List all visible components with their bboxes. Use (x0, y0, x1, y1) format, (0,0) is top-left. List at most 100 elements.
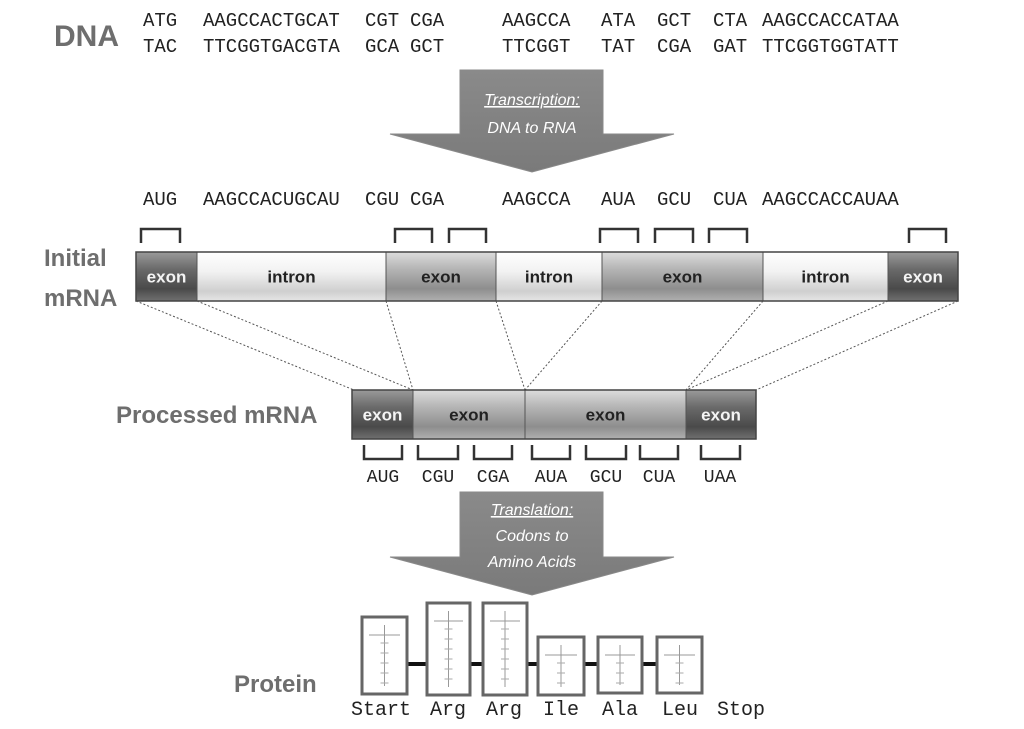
protein-label: Protein (234, 671, 317, 698)
amino-acid-structure-icon (655, 635, 704, 695)
amino-acid-label: Arg (486, 699, 522, 722)
initial-mrna-segment-label: intron (801, 268, 849, 287)
transcription-title: Transcription: (484, 92, 580, 109)
dna-bottom-codon: TAT (601, 36, 635, 58)
rna-codon: CGA (410, 189, 445, 211)
translation-title: Translation: (491, 502, 573, 519)
codon-bracket (584, 445, 628, 461)
initial-mrna-segment-label: exon (147, 268, 187, 287)
dna-bottom-codon: GCT (410, 36, 444, 58)
codon-label: AUA (535, 468, 568, 488)
processed-mrna-segment-label: exon (449, 406, 489, 425)
dna-top-codon: AAGCCA (502, 10, 571, 32)
codon-bracket (447, 227, 488, 243)
processed-mrna-segment-label: exon (701, 406, 741, 425)
codon-bracket (530, 445, 572, 461)
dna-top-codon: AAGCCACCATAA (762, 10, 899, 32)
rna-codon: GCU (657, 189, 691, 211)
dna-bottom-codon: GCA (365, 36, 400, 58)
translation-line2: Amino Acids (487, 554, 576, 571)
splice-line (135, 300, 355, 391)
dna-top-codon: AAGCCACTGCAT (203, 10, 340, 32)
splice-line (524, 300, 603, 391)
rna-codon: AAGCCACCAUAA (762, 189, 899, 211)
amino-acid-structure-icon (360, 615, 409, 696)
codon-label: GCU (590, 468, 622, 488)
dna-bottom-codon: TTCGGT (502, 36, 570, 58)
dna-label: DNA (54, 20, 119, 53)
initial-mrna-label-line1: Initial (44, 245, 107, 272)
rna-sequence: AUG AAGCCACUGCAU CGU CGA AAGCCA AUA GCU CUA AAGC… (143, 189, 899, 211)
processed-mrna-exon-segment (412, 389, 526, 440)
codon-bracket (707, 227, 749, 243)
codon-label: UAA (704, 468, 737, 488)
rna-codon: AUA (601, 189, 636, 211)
amino-acid-structure-icon (536, 635, 586, 697)
processed-mrna-outline (351, 389, 757, 440)
peptide-chain (360, 601, 704, 697)
codon-bracket (472, 445, 514, 461)
dna-top-codon: GCT (657, 10, 691, 32)
amino-acid-label: Start (351, 699, 411, 722)
rna-codon: CUA (713, 189, 748, 211)
codon-label: CGU (422, 468, 454, 488)
dna-top-strand: ATG AAGCCACTGCAT CGT CGA AAGCCA ATA GCT CTA AAGC… (143, 10, 899, 32)
dna-top-codon: CGT (365, 10, 399, 32)
splice-line (685, 300, 764, 391)
initial-mrna-codon-brackets (139, 227, 948, 243)
splice-line (685, 300, 889, 391)
initial-mrna-exon-segment (135, 251, 198, 302)
splice-line (495, 300, 526, 391)
transcription-subtitle: DNA to RNA (487, 120, 576, 137)
translation-line1: Codons to (496, 528, 569, 545)
initial-mrna-intron-segment (495, 251, 603, 302)
dna-bottom-codon: GAT (713, 36, 747, 58)
translation-arrow: Translation: Codons to Amino Acids (389, 491, 675, 596)
codon-bracket (416, 445, 460, 461)
amino-acid-label: Arg (430, 699, 466, 722)
codon-bracket (699, 445, 742, 461)
dna-bottom-codon: TTCGGTGGTATT (762, 36, 899, 58)
initial-mrna-outline (135, 251, 959, 302)
splice-lines (135, 300, 959, 391)
dna-top-codon: ATA (601, 10, 636, 32)
processed-mrna-label: Processed mRNA (116, 402, 317, 429)
dna-top-codon: CGA (410, 10, 445, 32)
amino-acid-label: Ile (543, 699, 579, 722)
splice-line (196, 300, 414, 391)
splice-line (755, 300, 959, 391)
rna-codon: AAGCCA (502, 189, 571, 211)
amino-acid-structure-icon (425, 601, 472, 697)
processed-mrna-codon-brackets (362, 445, 742, 461)
codon-label: CUA (643, 468, 676, 488)
codon-bracket (653, 227, 695, 243)
amino-acid-label: Stop (717, 699, 765, 722)
initial-mrna-segment-label: intron (267, 268, 315, 287)
initial-mrna-exon-segment (385, 251, 497, 302)
dna-bottom-codon: CGA (657, 36, 692, 58)
rna-codon: AAGCCACUGCAU (203, 189, 340, 211)
codon-label: AUG (367, 468, 399, 488)
initial-mrna-label-line2: mRNA (44, 285, 117, 312)
initial-mrna-segment-label: exon (663, 268, 703, 287)
rna-codon: AUG (143, 189, 177, 211)
dna-bottom-codon: TAC (143, 36, 177, 58)
codon-bracket (598, 227, 640, 243)
codon-bracket (139, 227, 182, 243)
rna-codon: CGU (365, 189, 399, 211)
codon-bracket (393, 227, 434, 243)
splice-line (385, 300, 414, 391)
codon-bracket (362, 445, 404, 461)
processed-mrna-segment-label: exon (586, 406, 626, 425)
amino-acid-structure-icon (481, 601, 529, 697)
dna-bottom-strand: TAC TTCGGTGACGTA GCA GCT TTCGGT TAT CGA GAT TTCG… (143, 36, 899, 58)
dna-bottom-codon: TTCGGTGACGTA (203, 36, 340, 58)
dna-top-codon: ATG (143, 10, 177, 32)
initial-mrna-intron-segment (762, 251, 889, 302)
dna-top-codon: CTA (713, 10, 748, 32)
